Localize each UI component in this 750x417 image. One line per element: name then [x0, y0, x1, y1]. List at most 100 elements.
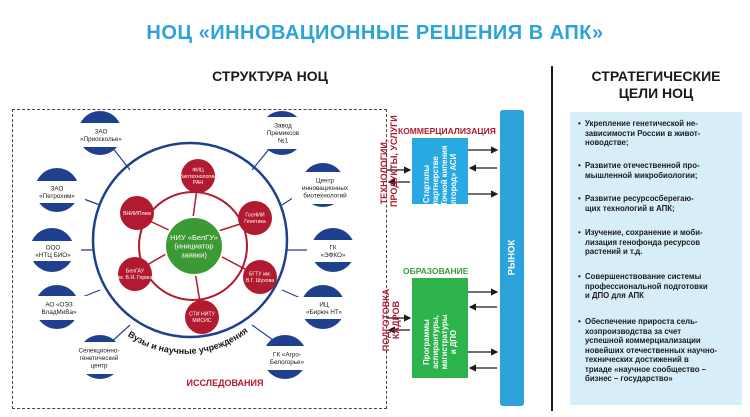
outer-node-label: ИЦ [319, 301, 329, 308]
market-bar: РЫНОК [500, 110, 524, 406]
outer-node-label: Центр [316, 178, 335, 185]
outer-node-label: ООО [46, 244, 61, 251]
outer-node-label: ЗАО [95, 128, 108, 135]
outer-node-label: ЗАО [51, 185, 64, 192]
outer-node-label: Селекционно- [79, 348, 120, 355]
commercialization-label: КОММЕРЦИАЛИЗАЦИЯ [398, 126, 496, 136]
outer-node-label: АО «ОЭЗ [45, 301, 73, 308]
startups-box: Стартапы в партнерстве с «Точкой кипения… [412, 138, 468, 217]
goal-line: растений и т.д. [585, 247, 643, 256]
outer-node-label: Завод [274, 123, 292, 130]
outer-node-label: Премиксов [267, 130, 300, 137]
programs-line: аспирантуры, [431, 315, 440, 369]
goal-line: Укрепление генетической не- [585, 119, 698, 128]
structure-title: СТРУКТУРА НОЦ [212, 68, 328, 84]
inner-nodes [118, 159, 277, 334]
outer-node-label: «Петрохим» [39, 193, 75, 200]
outer-node-label: инновационных [302, 185, 349, 192]
goal-line: профессиональной подготовки [585, 281, 708, 291]
inner-node-circle [185, 300, 219, 334]
programs-line: Программы [422, 319, 431, 365]
inner-node-circle [238, 201, 272, 235]
goal-line: Развитие ресурсосберегаю- [585, 194, 694, 203]
inner-node-circle [181, 159, 215, 193]
section-divider [551, 66, 553, 411]
startups-line: Белгород» АСИ [449, 153, 458, 215]
staff-label-line1: ПОДГОТОВКА [381, 288, 391, 352]
outer-node-label: генетический [80, 354, 119, 362]
tech-label-line1: ТЕХНОЛОГИИ, [379, 139, 389, 205]
inner-node-label: ФИЦ [192, 167, 204, 173]
goals-title: СТРАТЕГИЧЕСКИЕ ЦЕЛИ НОЦ [570, 68, 742, 102]
inner-node-label: МИСИС [192, 318, 212, 324]
programs-box: Программы аспирантуры, магистратуры и ДП… [412, 278, 468, 378]
inner-node-label: Генетика [244, 219, 266, 225]
outer-node-label: центр [91, 363, 108, 370]
goal-line: Изучение, сохранение и моби- [585, 228, 703, 237]
inner-node-circle [120, 196, 154, 230]
outer-node-label: биотехнологий [303, 192, 347, 200]
goal-line: технических достижений в [585, 355, 689, 364]
node-texts: ЗАО«Приосколье»ЗаводПремиксов№1ЗАО«Петро… [35, 123, 349, 370]
inner-node-label: Биотехнологии [180, 174, 216, 180]
goal-line: лизация генофонда ресурсов [585, 237, 701, 247]
goal-line: хозпроизводства за счет [585, 326, 682, 336]
startups-line: с «Точкой кипения [440, 145, 449, 217]
inner-node-label: БелГАУ [126, 269, 145, 275]
outer-node-label: ВладМиВа» [41, 309, 77, 316]
staff-label-line2: КАДРОВ [391, 300, 401, 340]
goal-line: триаде «научное сообщество – [585, 364, 706, 374]
goal-line: бизнес – государство» [585, 374, 673, 383]
inner-node-label: ВНИИПлем [123, 211, 151, 217]
flow-arrows [387, 146, 499, 372]
inner-node-label: ГосНИИ [245, 213, 264, 219]
goal-line: новейших отечественных научно- [585, 345, 718, 355]
center-node [164, 216, 224, 276]
outer-node-label: «Бирюч НТ» [306, 309, 342, 316]
inner-node-label: РАН [193, 180, 204, 186]
inner-node-circle [118, 257, 152, 291]
goal-line: успешной коммерциализации [585, 336, 701, 345]
inner-node-label: СТИ НИТУ [189, 312, 216, 318]
outer-node-label: №1 [278, 138, 289, 145]
outer-node-label: ГК «Агро- [273, 351, 301, 358]
goal-item: • Укрепление генетической не- зависимост… [578, 119, 738, 148]
structure-box [12, 109, 387, 409]
goal-line: мышленной микробиологии; [585, 170, 698, 180]
goal-line: зависимости России в живот- [585, 128, 701, 138]
inner-node-label: В.Г. Шухова [246, 278, 274, 284]
goal-item: • Совершенствование системы профессионал… [578, 272, 738, 301]
center-node-label: НИУ «БелГУ» [170, 233, 218, 242]
startups-line: в партнерстве [431, 156, 440, 212]
goal-line: новодстве; [585, 138, 629, 147]
inner-node-circle [243, 260, 277, 294]
outer-node-label: «Приосколье» [80, 136, 122, 143]
goals-panel: • Укрепление генетической не- зависимост… [570, 112, 742, 405]
programs-line: и ДПО [449, 329, 458, 355]
page-title: НОЦ «ИННОВАЦИОННЫЕ РЕШЕНИЯ В АПК» [146, 22, 604, 44]
outer-node-label: Белогорье» [270, 359, 305, 366]
goals-title-line2: ЦЕЛИ НОЦ [618, 85, 694, 101]
goal-item: • Изучение, сохранение и моби- лизация г… [578, 228, 738, 257]
research-label: ИССЛЕДОВАНИЯ [186, 378, 264, 388]
center-node-label: (инициатор [174, 242, 213, 251]
startups-line: Стартапы [422, 165, 431, 203]
market-label: РЫНОК [506, 239, 518, 276]
goal-line: щих технологий в АПК; [585, 203, 675, 213]
education-label: ОБРАЗОВАНИЕ [403, 266, 469, 276]
goal-line: и ДПО для АПК [585, 291, 644, 300]
goals-title-line1: СТРАТЕГИЧЕСКИЕ [591, 68, 721, 84]
inner-node-label: БГТУ им. [249, 272, 271, 278]
goal-item: • Обеспечение прироста сель- хозпроизвод… [578, 317, 738, 384]
outer-node-label: «НТЦ БИО» [35, 252, 71, 259]
goal-item: • Развитие отечественной про- мышленной … [578, 161, 738, 180]
goal-line: Развитие отечественной про- [585, 161, 700, 170]
tech-label-line2: ПРОДУКТЫ, УСЛУГИ [389, 115, 399, 207]
outer-ring [91, 141, 289, 339]
outer-node-labels [25, 117, 359, 374]
programs-line: магистратуры [440, 314, 449, 370]
goal-line: Совершенствование системы [585, 272, 702, 281]
goal-line: Обеспечение прироста сель- [585, 317, 698, 326]
